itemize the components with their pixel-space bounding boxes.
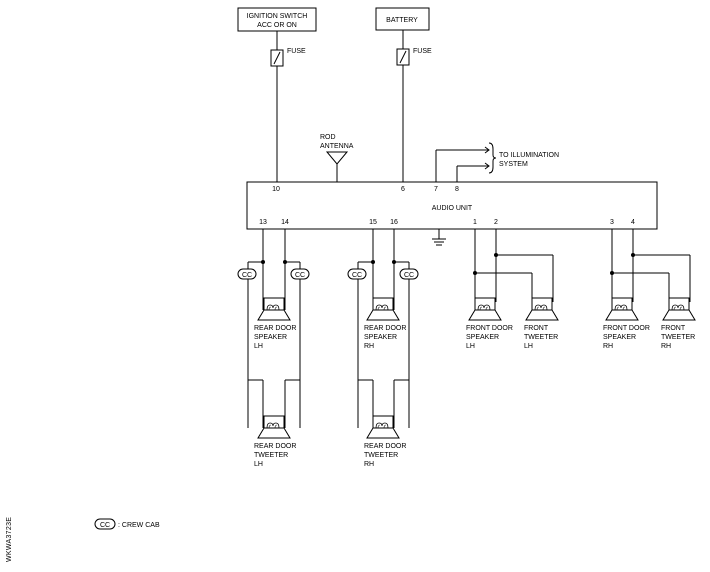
label-line: REAR DOOR — [254, 325, 296, 332]
label-line: LH — [254, 461, 263, 468]
audio-unit-label: AUDIO UNIT — [432, 205, 473, 212]
label-line: REAR DOOR — [364, 443, 406, 450]
front-rh-wiring — [610, 229, 691, 302]
illumination-label-line1: TO ILLUMINATION — [499, 152, 559, 159]
legend: CC : CREW CAB — [94, 518, 160, 530]
battery-label: BATTERY — [386, 17, 418, 24]
label-line: FRONT DOOR — [603, 325, 650, 332]
label-line: LH — [254, 343, 263, 350]
pin-13: 13 — [259, 219, 267, 226]
label-line: REAR DOOR — [364, 325, 406, 332]
rear-door-tweeter-lh-label: REAR DOOR TWEETER LH — [254, 443, 296, 468]
label-line: LH — [466, 343, 475, 350]
pin-6: 6 — [401, 186, 405, 193]
front-door-speaker-rh-label: FRONT DOOR SPEAKER RH — [603, 325, 650, 350]
label-line: TWEETER — [524, 334, 558, 341]
audio-unit: AUDIO UNIT 10 6 7 8 13 14 15 16 1 2 3 4 — [246, 181, 658, 230]
pin-16: 16 — [390, 219, 398, 226]
rear-door-speaker-rh-label: REAR DOOR SPEAKER RH — [364, 325, 406, 350]
front-tweeter-rh-label: FRONT TWEETER RH — [661, 325, 695, 350]
front-door-speaker-lh-label: FRONT DOOR SPEAKER LH — [466, 325, 513, 350]
pin-3: 3 — [610, 219, 614, 226]
figure-code: WKWA3723E — [6, 516, 13, 562]
ignition-label-line2: ACC OR ON — [257, 22, 297, 29]
antenna-label-line2: ANTENNA — [320, 143, 354, 150]
label-line: RH — [364, 343, 374, 350]
label-line: FRONT — [524, 325, 549, 332]
rod-antenna: ROD ANTENNA — [320, 134, 354, 182]
pin-10: 10 — [272, 186, 280, 193]
cc-tag-rear-lh-right: CC — [290, 268, 310, 280]
legend-symbol: CC — [100, 522, 110, 529]
label-line: RH — [364, 461, 374, 468]
label-line: SPEAKER — [603, 334, 636, 341]
label-line: SPEAKER — [364, 334, 397, 341]
front-tweeter-lh-label: FRONT TWEETER LH — [524, 325, 558, 350]
fuse-battery — [396, 48, 410, 66]
rear-door-speaker-lh-label: REAR DOOR SPEAKER LH — [254, 325, 296, 350]
legend-text: : CREW CAB — [118, 522, 160, 529]
label-line: FRONT — [661, 325, 686, 332]
pin-14: 14 — [281, 219, 289, 226]
label-line: RH — [661, 343, 671, 350]
ignition-switch-box: IGNITION SWITCH ACC OR ON — [237, 7, 317, 32]
cc-tag-rear-rh-left: CC — [347, 268, 367, 280]
label-line: TWEETER — [364, 452, 398, 459]
fuse-battery-label: FUSE — [413, 48, 432, 55]
cc-tag-text: CC — [242, 272, 252, 279]
label-line: TWEETER — [254, 452, 288, 459]
cc-tag-text: CC — [352, 272, 362, 279]
label-line: FRONT DOOR — [466, 325, 513, 332]
label-line: LH — [524, 343, 533, 350]
cc-tag-text: CC — [404, 272, 414, 279]
front-lh-wiring — [473, 229, 554, 302]
label-line: TWEETER — [661, 334, 695, 341]
pin-1: 1 — [473, 219, 477, 226]
ground-symbol — [432, 229, 446, 246]
cc-tag-text: CC — [295, 272, 305, 279]
rear-door-tweeter-rh-label: REAR DOOR TWEETER RH — [364, 443, 406, 468]
rear-rh-wiring — [357, 229, 410, 428]
antenna-label-line1: ROD — [320, 134, 336, 141]
cc-tag-rear-lh-left: CC — [237, 268, 257, 280]
label-line: REAR DOOR — [254, 443, 296, 450]
cc-tag-rear-rh-right: CC — [399, 268, 419, 280]
pin-15: 15 — [369, 219, 377, 226]
pin-4: 4 — [631, 219, 635, 226]
battery-box: BATTERY — [375, 7, 430, 31]
illumination-label-line2: SYSTEM — [499, 161, 528, 168]
pin-8: 8 — [455, 186, 459, 193]
pin-2: 2 — [494, 219, 498, 226]
label-line: SPEAKER — [466, 334, 499, 341]
fuse-ignition-label: FUSE — [287, 48, 306, 55]
illumination-wires: TO ILLUMINATION SYSTEM — [435, 142, 559, 182]
fuse-ignition — [270, 49, 284, 67]
pin-7: 7 — [434, 186, 438, 193]
rear-lh-wiring — [247, 229, 301, 428]
label-line: RH — [603, 343, 613, 350]
label-line: SPEAKER — [254, 334, 287, 341]
ignition-label-line1: IGNITION SWITCH — [247, 13, 308, 20]
